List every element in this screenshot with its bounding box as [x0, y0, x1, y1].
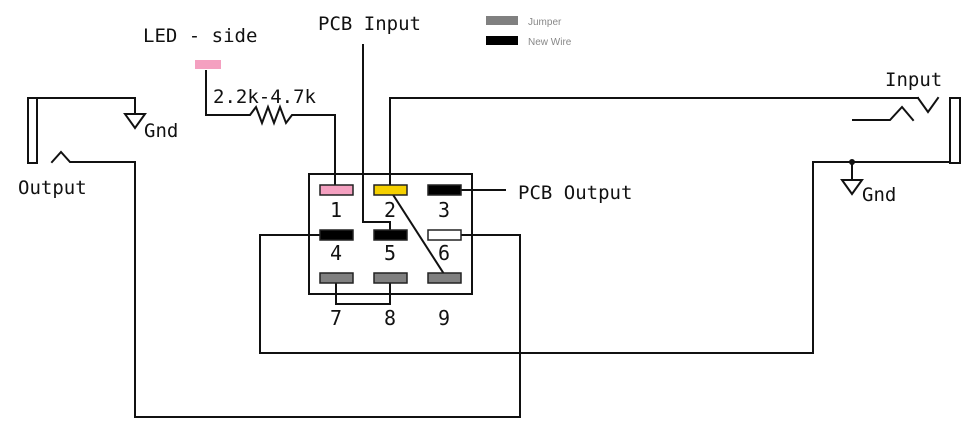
pin-2-pad [373, 184, 408, 196]
ground-right-icon [840, 161, 864, 196]
pin4-to-input-sleeve-wire [259, 161, 949, 354]
input-jack-label: Input [885, 69, 942, 91]
legend-jumper-label: Jumper [528, 17, 562, 28]
pin-5-pad [373, 229, 408, 241]
pin2-to-pin9-wire [388, 188, 446, 276]
led-side-label: LED - side [143, 25, 257, 47]
legend-new-wire-swatch [486, 36, 518, 45]
pcb-input-label: PCB Input [318, 13, 421, 35]
pin-9-number: 9 [438, 306, 450, 330]
pin-9-pad [427, 272, 462, 284]
pin-4-pad [319, 229, 354, 241]
pin-7-number: 7 [330, 306, 342, 330]
jumper-7-8-wire [335, 281, 391, 305]
switch-pins [319, 184, 462, 284]
gnd-right-label: Gnd [862, 184, 896, 206]
pcb-input-wire [362, 44, 391, 233]
pin-4-number: 4 [330, 241, 342, 265]
pin-2-number: 2 [384, 198, 396, 222]
led-pad [195, 60, 221, 69]
pcb-output-label: PCB Output [518, 182, 632, 204]
led-resistor-wire [205, 70, 336, 186]
pin-8-number: 8 [384, 306, 396, 330]
gnd-left-label: Gnd [144, 120, 178, 142]
pin-3-pad [427, 184, 462, 196]
pin-1-number: 1 [330, 198, 342, 222]
pin-3-number: 3 [438, 198, 450, 222]
output-jack-icon [27, 97, 136, 164]
pin-6-pad [427, 229, 462, 241]
legend: Jumper New Wire [486, 16, 572, 48]
pin-6-number: 6 [438, 241, 450, 265]
pin6-to-output-tip-wire [50, 150, 521, 418]
legend-jumper-swatch [486, 16, 518, 25]
resistor-value-label: 2.2k-4.7k [213, 86, 317, 108]
input-jack-icon [852, 96, 961, 164]
legend-new-wire-label: New Wire [528, 37, 572, 48]
pin-1-pad [319, 184, 354, 196]
output-jack-label: Output [18, 177, 87, 199]
ground-left-icon [123, 113, 147, 130]
pin-5-number: 5 [384, 241, 396, 265]
pin-8-pad [373, 272, 408, 284]
pin-7-pad [319, 272, 354, 284]
input-tip-wire [389, 97, 919, 186]
